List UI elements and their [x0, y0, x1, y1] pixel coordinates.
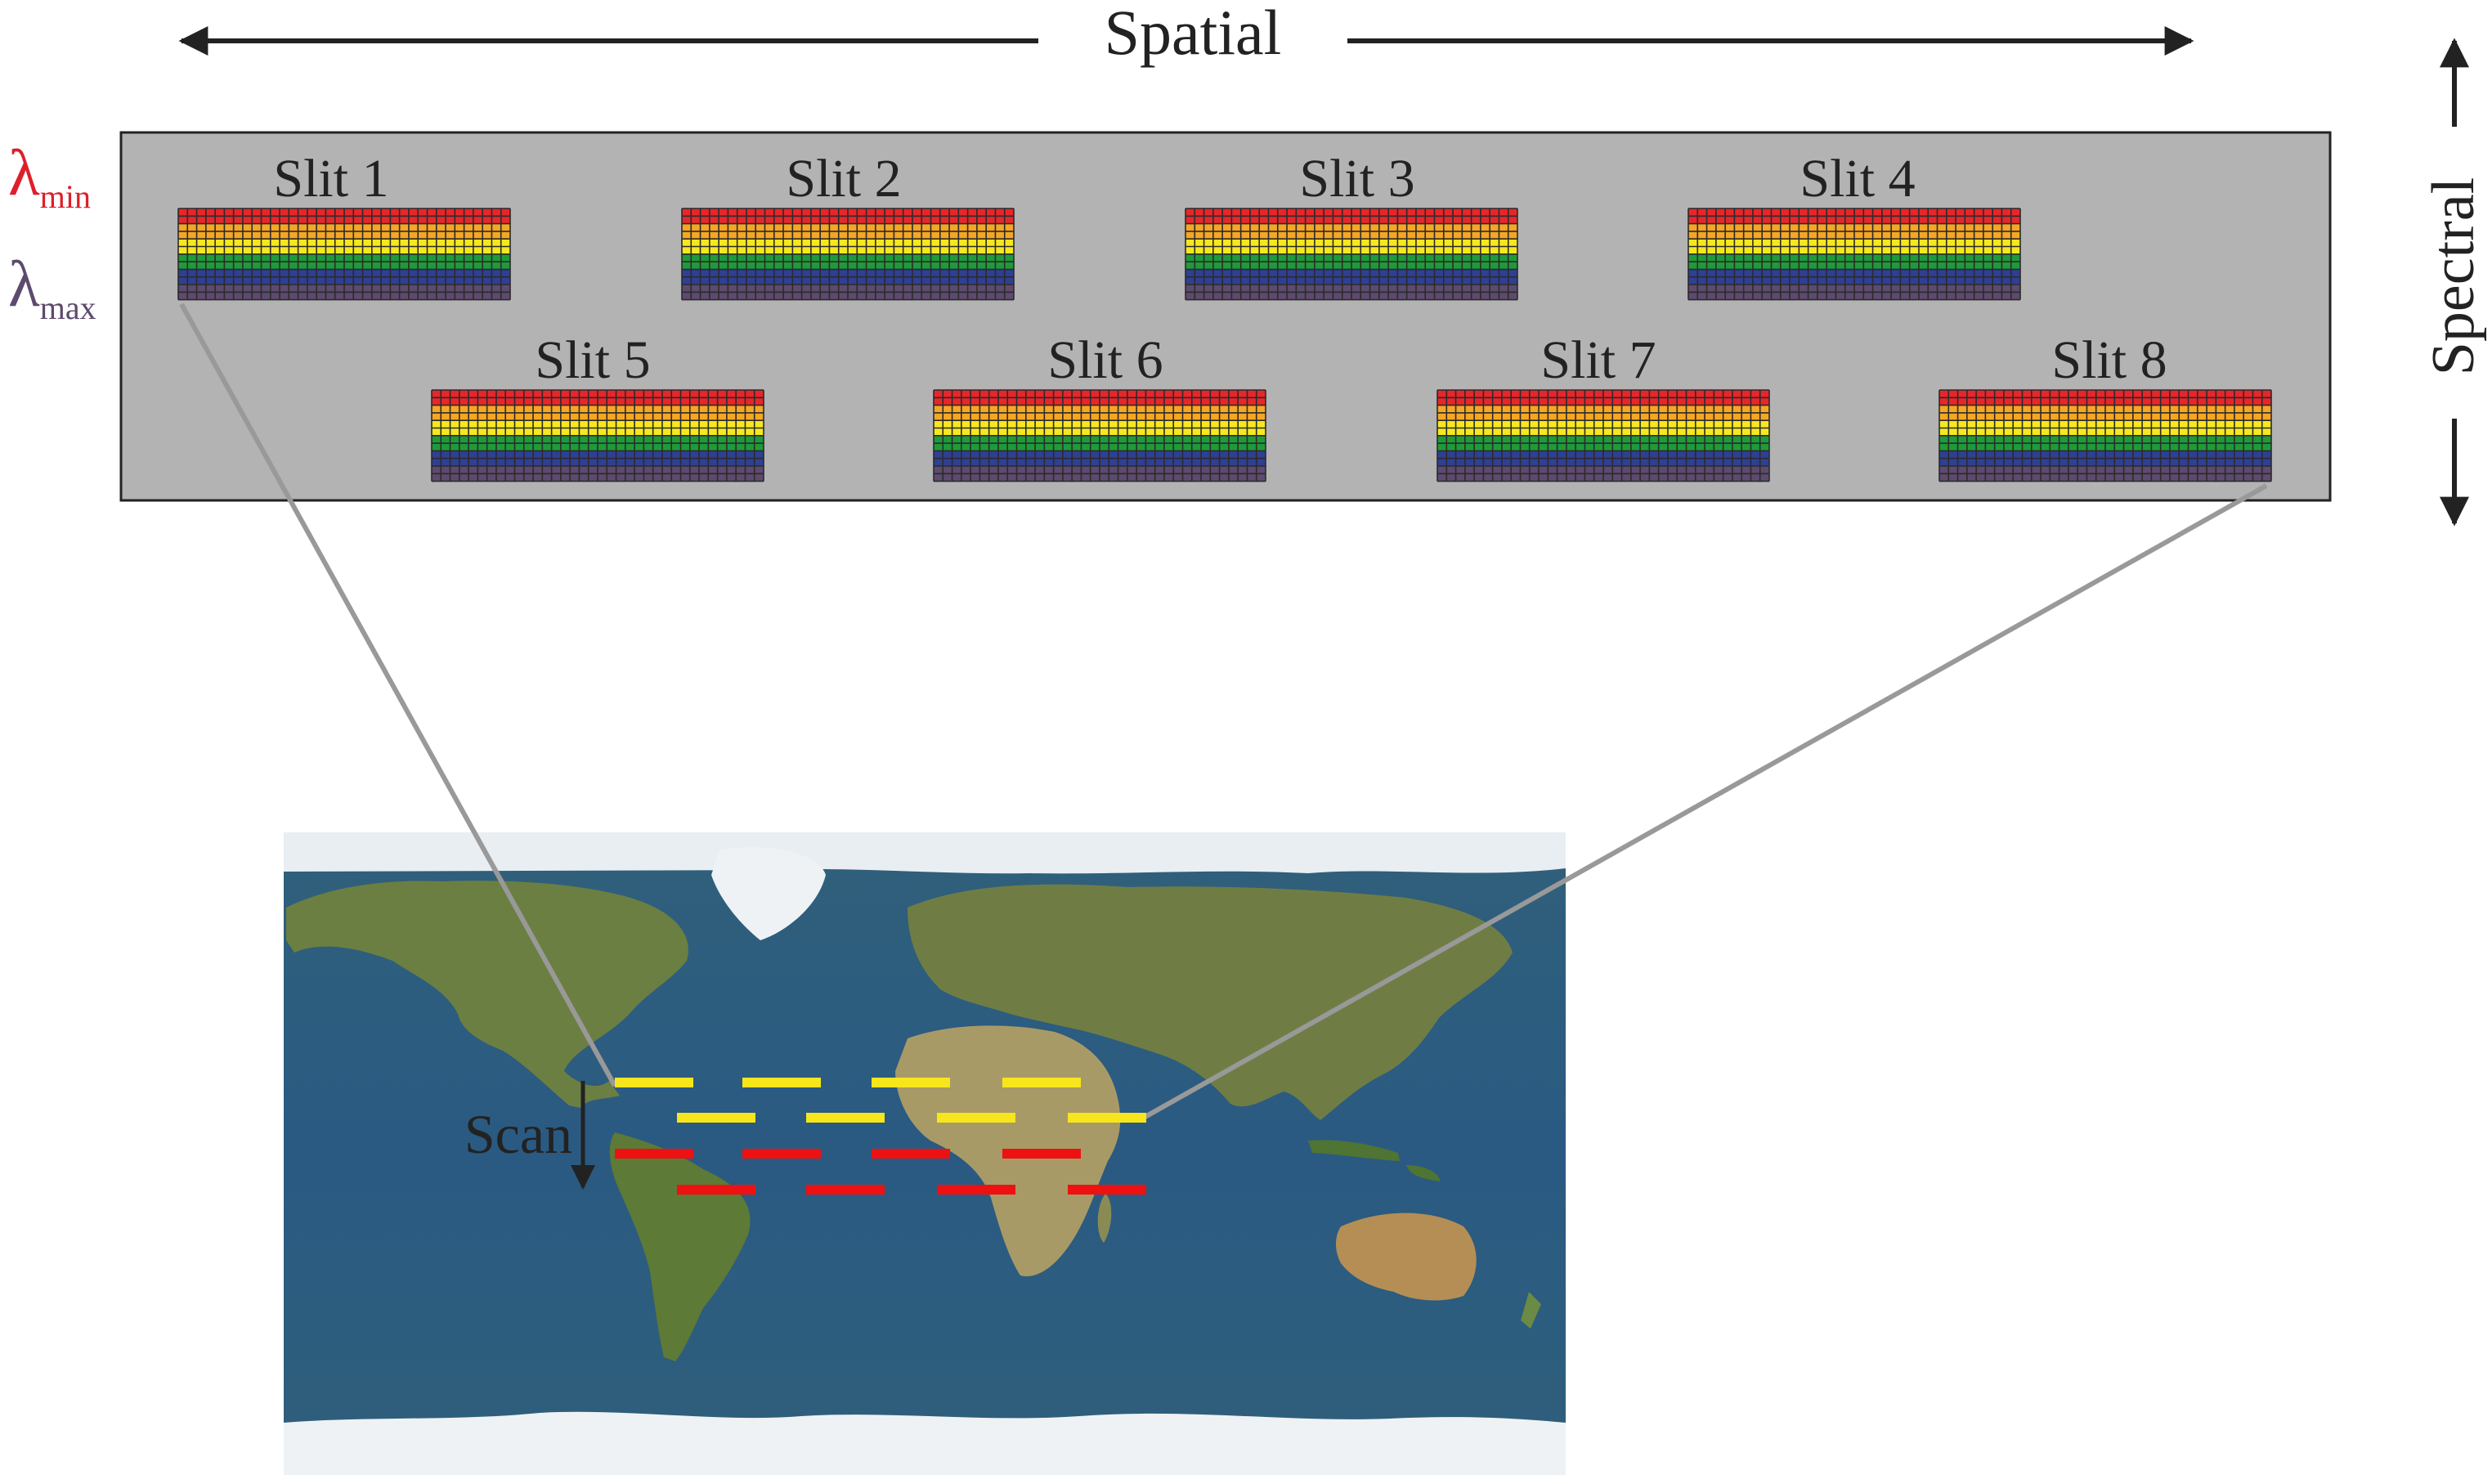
arctic-ice	[284, 832, 1566, 874]
eurasia	[908, 884, 1513, 1120]
lambda-min-symbol: λ	[8, 137, 40, 209]
scan-footprint-dash	[615, 1078, 693, 1087]
spatial-label: Spatial	[1105, 0, 1282, 68]
scan-footprint-dash	[937, 1113, 1015, 1123]
scan-footprint-dash	[872, 1078, 950, 1087]
pixel-grid	[1687, 208, 2021, 301]
leader-lines	[179, 303, 2268, 1121]
lambda-min-label: λmin	[8, 137, 91, 215]
pixel-grid	[431, 389, 764, 482]
scan-footprint-dash	[677, 1113, 755, 1123]
australia	[1336, 1213, 1477, 1301]
scan-footprint-dash	[742, 1149, 821, 1159]
scan-footprint-dash	[615, 1149, 693, 1159]
pixel-grid	[1185, 208, 1518, 301]
slit-label: Slit 7	[1540, 330, 1656, 390]
lambda-min-subscript: min	[40, 178, 91, 215]
slit-label: Slit 1	[273, 149, 388, 208]
scan-indicator: Scan	[464, 1081, 595, 1190]
scan-footprint-dash	[806, 1185, 885, 1195]
antarctica	[284, 1411, 1566, 1475]
scan-footprint-dash	[677, 1185, 755, 1195]
slit-detector-4	[1687, 208, 2021, 301]
spectral-axis: Spectral	[2420, 38, 2487, 527]
pixel-grid	[1436, 389, 1770, 482]
scan-footprint-dash	[1068, 1185, 1146, 1195]
indonesia	[1308, 1140, 1441, 1181]
scan-footprint-dash	[1002, 1149, 1081, 1159]
spatial-axis: Spatial	[178, 0, 2194, 68]
scan-footprint-dash	[806, 1113, 885, 1123]
leader-line-left	[179, 303, 617, 1087]
pixel-grid	[1938, 389, 2272, 482]
scan-footprints	[615, 1078, 1146, 1195]
slits-layer: Slit 1 Slit 2 Slit 3 Slit 4 Slit 5 Slit …	[177, 149, 2272, 482]
scan-label: Scan	[464, 1103, 572, 1165]
slit-label: Slit 2	[786, 149, 901, 208]
pixel-grid	[681, 208, 1015, 301]
pixel-grid	[933, 389, 1266, 482]
new-zealand	[1521, 1292, 1541, 1329]
spectral-label: Spectral	[2420, 177, 2487, 375]
north-america	[286, 881, 688, 1108]
scan-footprint-dash	[1002, 1078, 1081, 1087]
slit-detector-8	[1938, 389, 2272, 482]
scan-footprint-dash	[1068, 1113, 1146, 1123]
leader-line-right	[1141, 483, 2268, 1121]
slit-label: Slit 5	[535, 330, 650, 390]
scan-footprint-dash	[937, 1185, 1015, 1195]
slit-label: Slit 8	[2051, 330, 2167, 390]
lambda-max-symbol: λ	[8, 249, 40, 321]
pixel-grid	[177, 208, 511, 301]
slit-label: Slit 4	[1800, 149, 1915, 208]
lambda-max-label: λmax	[8, 249, 96, 326]
slit-label: Slit 6	[1047, 330, 1163, 390]
slit-detector-6	[933, 389, 1266, 482]
slit-detector-5	[431, 389, 764, 482]
slit-detector-7	[1436, 389, 1770, 482]
slit-label: Slit 3	[1299, 149, 1414, 208]
slit-detector-1	[177, 208, 511, 301]
slit-detector-3	[1185, 208, 1518, 301]
slit-detector-2	[681, 208, 1015, 301]
scan-footprint-dash	[872, 1149, 950, 1159]
greenland	[711, 847, 826, 940]
scan-footprint-dash	[742, 1078, 821, 1087]
lambda-max-subscript: max	[40, 289, 96, 326]
madagascar	[1097, 1194, 1112, 1243]
